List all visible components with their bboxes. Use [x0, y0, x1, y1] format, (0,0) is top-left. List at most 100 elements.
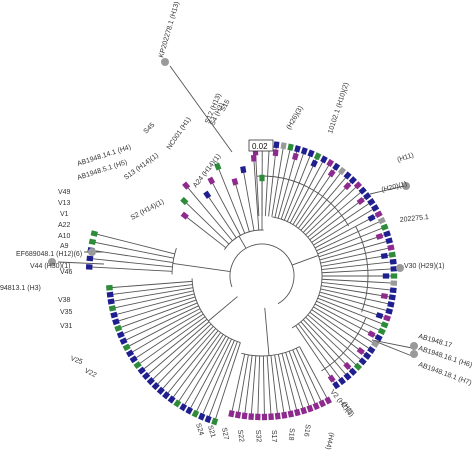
taxon-label: V35 — [60, 309, 73, 316]
root-arc — [229, 243, 295, 305]
leaf-marker — [332, 162, 341, 171]
leaf-marker — [88, 238, 97, 245]
tree-branch — [135, 313, 204, 359]
tree-branch — [274, 354, 285, 413]
tree-branch — [215, 342, 241, 419]
leaf-marker — [371, 204, 380, 212]
leaf-marker — [348, 176, 357, 185]
taxon-label: 94813.1 (H3) — [0, 285, 41, 292]
tree-branch — [92, 258, 173, 268]
tree-branch — [244, 355, 253, 413]
leaf-marker — [204, 415, 212, 424]
reference-dot — [161, 58, 169, 66]
taxon-label: V22 — [83, 368, 97, 380]
leaf-marker — [343, 171, 352, 180]
tree-branch — [347, 208, 374, 225]
taxon-label: 202275.1 — [399, 214, 429, 224]
tree-branch — [313, 306, 348, 328]
tree-branch — [321, 269, 368, 274]
tree-branch — [318, 294, 357, 309]
tree-branch — [285, 352, 304, 408]
tree-branch — [295, 348, 322, 401]
scale-box — [248, 139, 274, 152]
tree-branch — [313, 224, 348, 246]
leaf-marker — [348, 367, 357, 376]
tree-branch — [202, 340, 235, 415]
leaf-marker — [112, 318, 120, 326]
leaf-marker — [383, 314, 391, 322]
scale-label: 0.02 — [252, 142, 268, 151]
tree-branch — [375, 307, 388, 312]
leaf-marker — [137, 366, 146, 375]
leaf-marker — [250, 154, 257, 162]
leaf-marker — [320, 155, 328, 164]
tree-branch — [316, 300, 364, 324]
leaf-marker — [294, 145, 301, 153]
tree-branch — [309, 207, 352, 241]
tree-branch — [208, 196, 237, 239]
leaf-marker — [180, 211, 189, 220]
leaf-marker — [203, 190, 212, 199]
leaf-marker — [273, 141, 280, 149]
leaf-marker — [377, 327, 386, 336]
taxon-label: (H20)(1) — [381, 181, 408, 194]
reference-branch — [369, 185, 405, 195]
tree-branch — [363, 221, 381, 230]
leaf-marker — [125, 349, 135, 358]
leaf-marker — [106, 291, 114, 298]
taxon-label: V30 (H29)(1) — [404, 263, 444, 270]
tree-branch — [307, 314, 353, 353]
tree-branch — [321, 256, 379, 267]
taxon-label: V25 — [69, 355, 83, 366]
tree-branch — [360, 314, 383, 325]
tree-branch — [277, 147, 284, 178]
tree-branch — [371, 299, 390, 305]
leaf-marker — [108, 305, 117, 312]
tree-arc — [355, 226, 369, 313]
tree-branch — [218, 169, 246, 234]
leaf-marker — [274, 412, 281, 420]
taxon-label: (H44) — [324, 432, 335, 451]
leaf-marker — [374, 333, 383, 342]
tree-branch — [266, 355, 272, 414]
leaf-marker — [343, 372, 352, 381]
taxon-label: S15 — [220, 99, 232, 113]
tree-branch — [359, 202, 370, 211]
tree-branch — [187, 187, 233, 242]
tree-branch — [320, 288, 372, 301]
tree-branch — [314, 226, 356, 249]
tree-arc — [272, 216, 323, 329]
leaf-marker — [353, 362, 363, 371]
leaf-marker — [142, 371, 151, 381]
tree-branch — [208, 296, 238, 322]
taxon-label: V13 — [58, 200, 71, 207]
tree-branch — [238, 235, 247, 249]
tree-branch — [157, 326, 214, 385]
leaf-marker — [327, 169, 336, 178]
leaf-marker — [313, 152, 322, 161]
tree-branch — [319, 247, 365, 261]
leaf-marker — [116, 331, 125, 339]
taxon-label: (H11) — [396, 152, 414, 164]
leaf-marker — [390, 266, 398, 272]
leaf-marker — [162, 391, 171, 400]
leaf-marker — [389, 258, 397, 265]
tree-branch — [250, 355, 257, 414]
leaf-marker — [240, 166, 247, 174]
tree-branch — [148, 321, 210, 375]
reference-dot — [88, 248, 96, 256]
tree-branch — [235, 184, 250, 232]
leaf-marker — [129, 355, 138, 364]
tree-branch — [311, 209, 360, 243]
leaf-marker — [231, 178, 239, 186]
leaf-marker — [255, 413, 261, 421]
tree-branch — [318, 243, 357, 258]
tree-branch — [143, 318, 208, 370]
leaf-marker — [367, 214, 376, 222]
taxon-label: A10 — [58, 233, 71, 240]
taxon-label: S18 — [287, 428, 295, 441]
tree-branch — [292, 349, 316, 404]
tree-branch — [309, 311, 352, 345]
taxon-label: S22 — [236, 429, 245, 442]
taxon-label: A24 (H14)(1) — [192, 153, 222, 189]
